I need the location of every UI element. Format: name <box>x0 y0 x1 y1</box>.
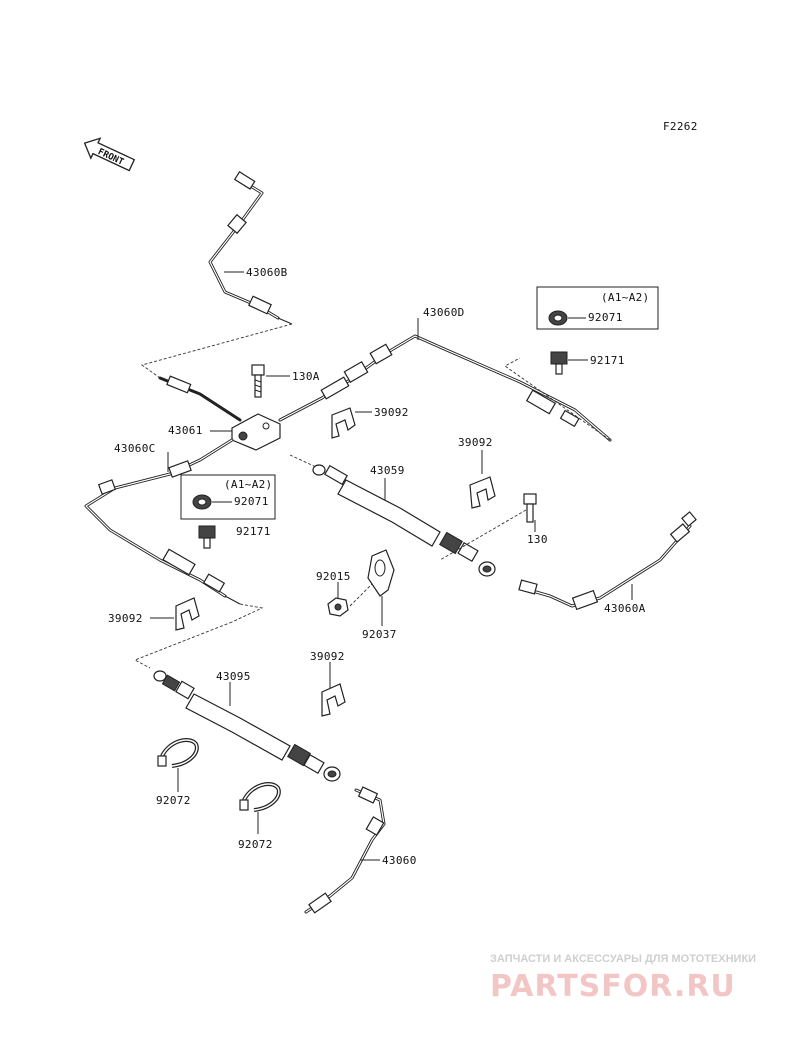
label-43095: 43095 <box>216 670 251 683</box>
hose-43059 <box>312 464 496 577</box>
label-A1A2-left: (A1~A2) <box>224 478 272 491</box>
clip-39092-a <box>331 407 356 439</box>
label-130: 130 <box>527 533 548 546</box>
label-92072-a: 92072 <box>156 794 191 807</box>
label-92015: 92015 <box>316 570 351 583</box>
clamp-92072-a <box>157 738 199 768</box>
clip-92171-right <box>550 351 568 375</box>
label-92171-left: 92171 <box>236 525 271 538</box>
grommet-92071-right <box>548 310 568 326</box>
bolt-130 <box>523 493 537 523</box>
hose-43095 <box>153 670 341 782</box>
label-43060: 43060 <box>382 854 417 867</box>
label-92037: 92037 <box>362 628 397 641</box>
figure-code: F2262 <box>663 120 698 133</box>
variant-box-left: (A1~A2) 92071 <box>180 474 276 520</box>
grommet-92071-left <box>192 494 212 510</box>
label-43060B: 43060B <box>246 266 288 279</box>
cable-43060A <box>518 511 697 611</box>
label-A1A2-right: (A1~A2) <box>601 291 649 304</box>
nut-92015 <box>327 597 349 617</box>
label-39092-b: 39092 <box>458 436 493 449</box>
label-92071-right: 92071 <box>588 311 623 324</box>
clip-92171-left <box>198 525 216 549</box>
clip-39092-c <box>175 597 200 631</box>
label-92071-left: 92071 <box>234 495 269 508</box>
label-92171-right: 92171 <box>590 354 625 367</box>
clip-39092-b <box>469 476 496 509</box>
label-39092-c: 39092 <box>108 612 143 625</box>
label-43060D: 43060D <box>423 306 465 319</box>
label-43060C: 43060C <box>114 442 156 455</box>
label-43059: 43059 <box>370 464 405 477</box>
label-39092-a: 39092 <box>374 406 409 419</box>
clip-39092-d <box>321 683 346 717</box>
label-92072-b: 92072 <box>238 838 273 851</box>
label-43061: 43061 <box>168 424 203 437</box>
label-39092-d: 39092 <box>310 650 345 663</box>
cable-43060B-lower <box>158 375 242 422</box>
bolt-130A <box>251 364 265 398</box>
cable-43060 <box>304 786 386 914</box>
cable-43060D <box>278 334 612 442</box>
clamp-92072-b <box>239 782 281 812</box>
cable-43060C <box>84 438 241 605</box>
label-130A: 130A <box>292 370 320 383</box>
cable-43060B <box>208 171 293 325</box>
front-arrow-icon: FRONT <box>83 137 136 172</box>
junction-block-43061 <box>231 413 281 451</box>
bracket-92037 <box>367 549 395 597</box>
label-43060A: 43060A <box>604 602 646 615</box>
watermark-logo: PARTSFOR.RU <box>490 969 736 1004</box>
watermark-tagline: ЗАПЧАСТИ И АКСЕССУАРЫ ДЛЯ МОТОТЕХНИКИ <box>490 953 756 965</box>
variant-box-right: (A1~A2) 92071 <box>536 286 659 330</box>
